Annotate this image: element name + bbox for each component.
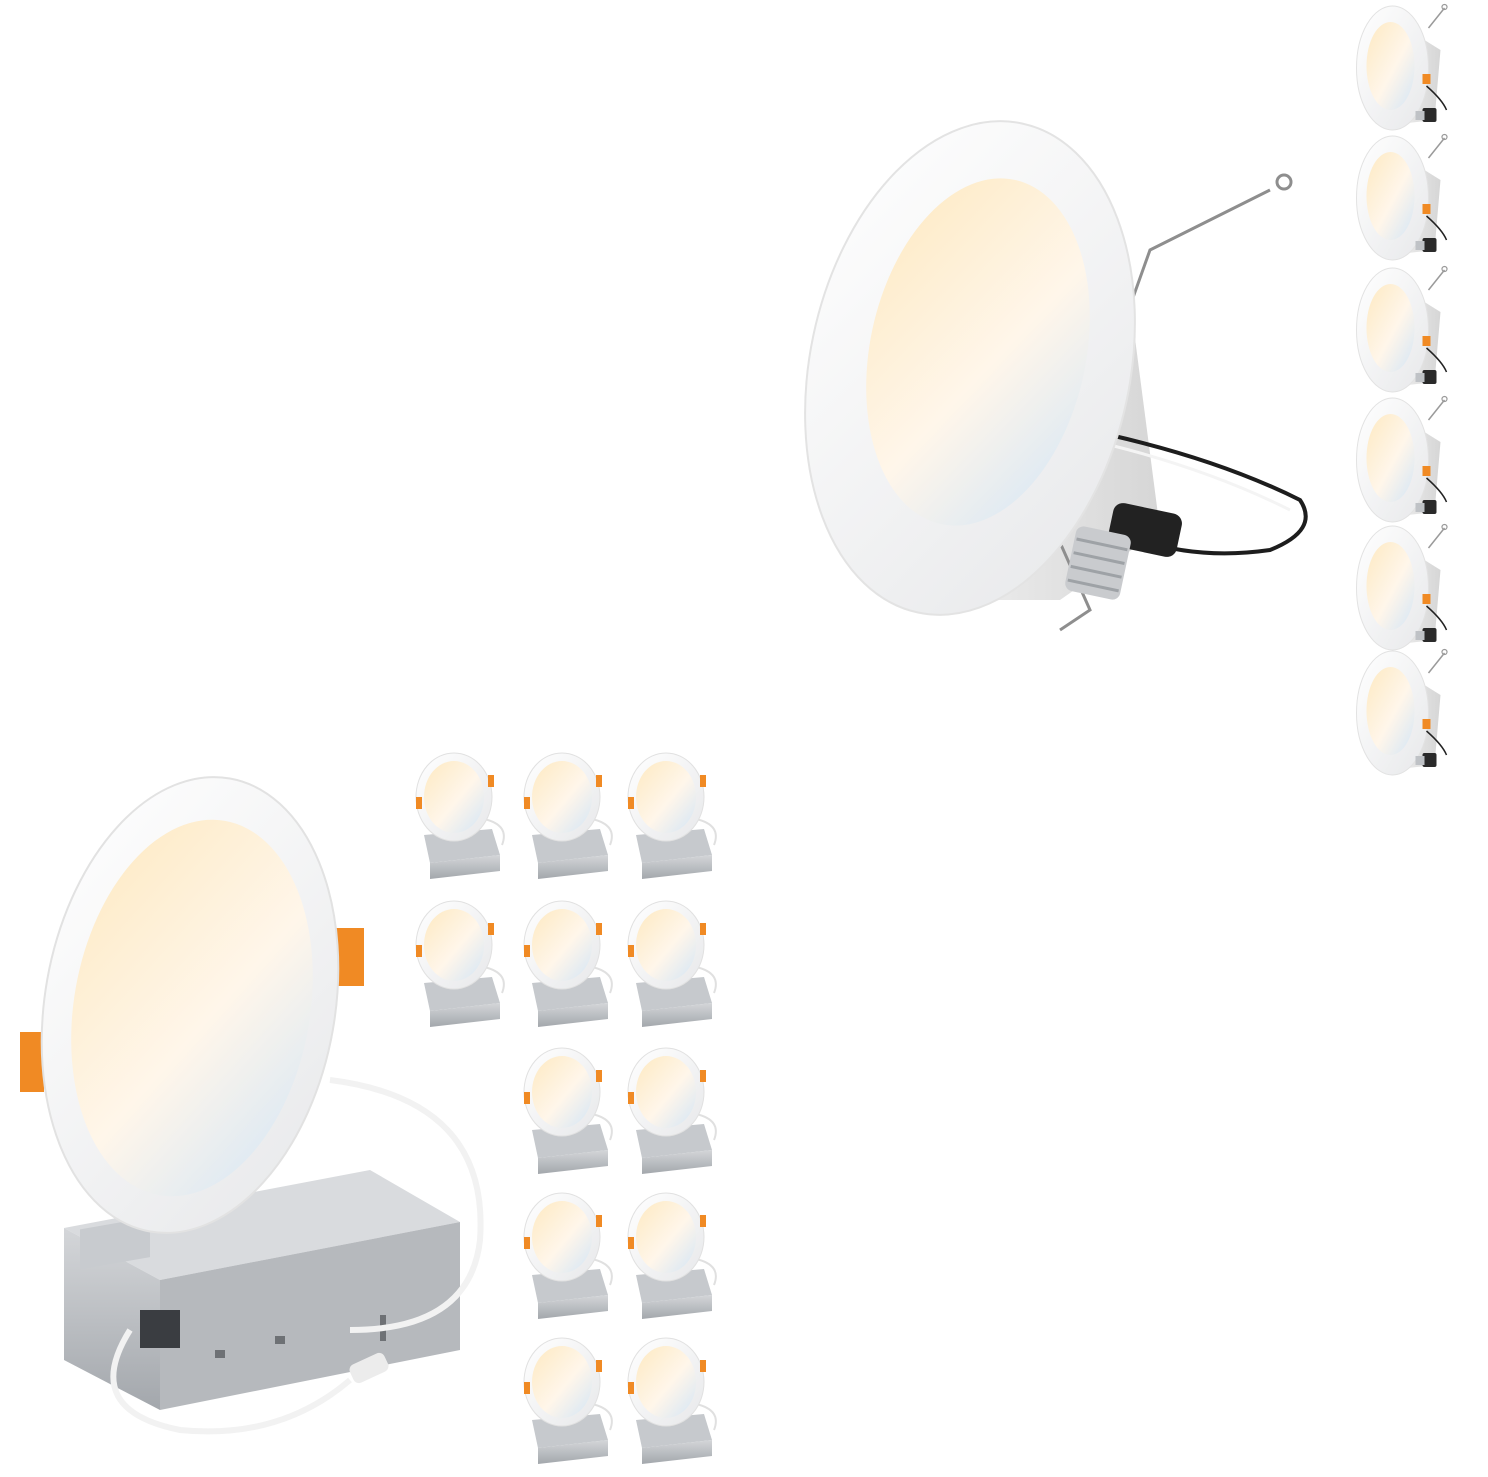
small-canless-light-icon: [518, 1185, 618, 1325]
canless-thumbnail-grid: [410, 745, 730, 1475]
retrofit-downlight-main: [800, 100, 1340, 640]
small-canless-light-icon: [518, 1330, 618, 1470]
small-retrofit-downlight-icon: [1345, 130, 1455, 265]
small-retrofit-downlight-icon: [1345, 392, 1455, 527]
small-canless-light-icon: [518, 893, 618, 1033]
small-retrofit-downlight-icon: [1345, 0, 1455, 135]
small-canless-light-icon: [410, 893, 510, 1033]
canless-wafer-light-with-junction-box-icon: [20, 776, 484, 1435]
small-retrofit-downlight-icon: [1345, 262, 1455, 397]
small-canless-light-icon: [622, 1330, 722, 1470]
small-canless-light-icon: [622, 745, 722, 885]
small-canless-light-icon: [622, 893, 722, 1033]
small-retrofit-downlight-icon: [1345, 645, 1455, 780]
canless-wafer-light-main: [20, 770, 500, 1470]
small-retrofit-downlight-icon: [1345, 520, 1455, 655]
small-canless-light-icon: [518, 745, 618, 885]
small-canless-light-icon: [518, 1040, 618, 1180]
recessed-retrofit-downlight-icon: [804, 120, 1308, 632]
small-canless-light-icon: [622, 1185, 722, 1325]
retrofit-thumbnail-column: [1345, 0, 1485, 780]
small-canless-light-icon: [622, 1040, 722, 1180]
small-canless-light-icon: [410, 745, 510, 885]
